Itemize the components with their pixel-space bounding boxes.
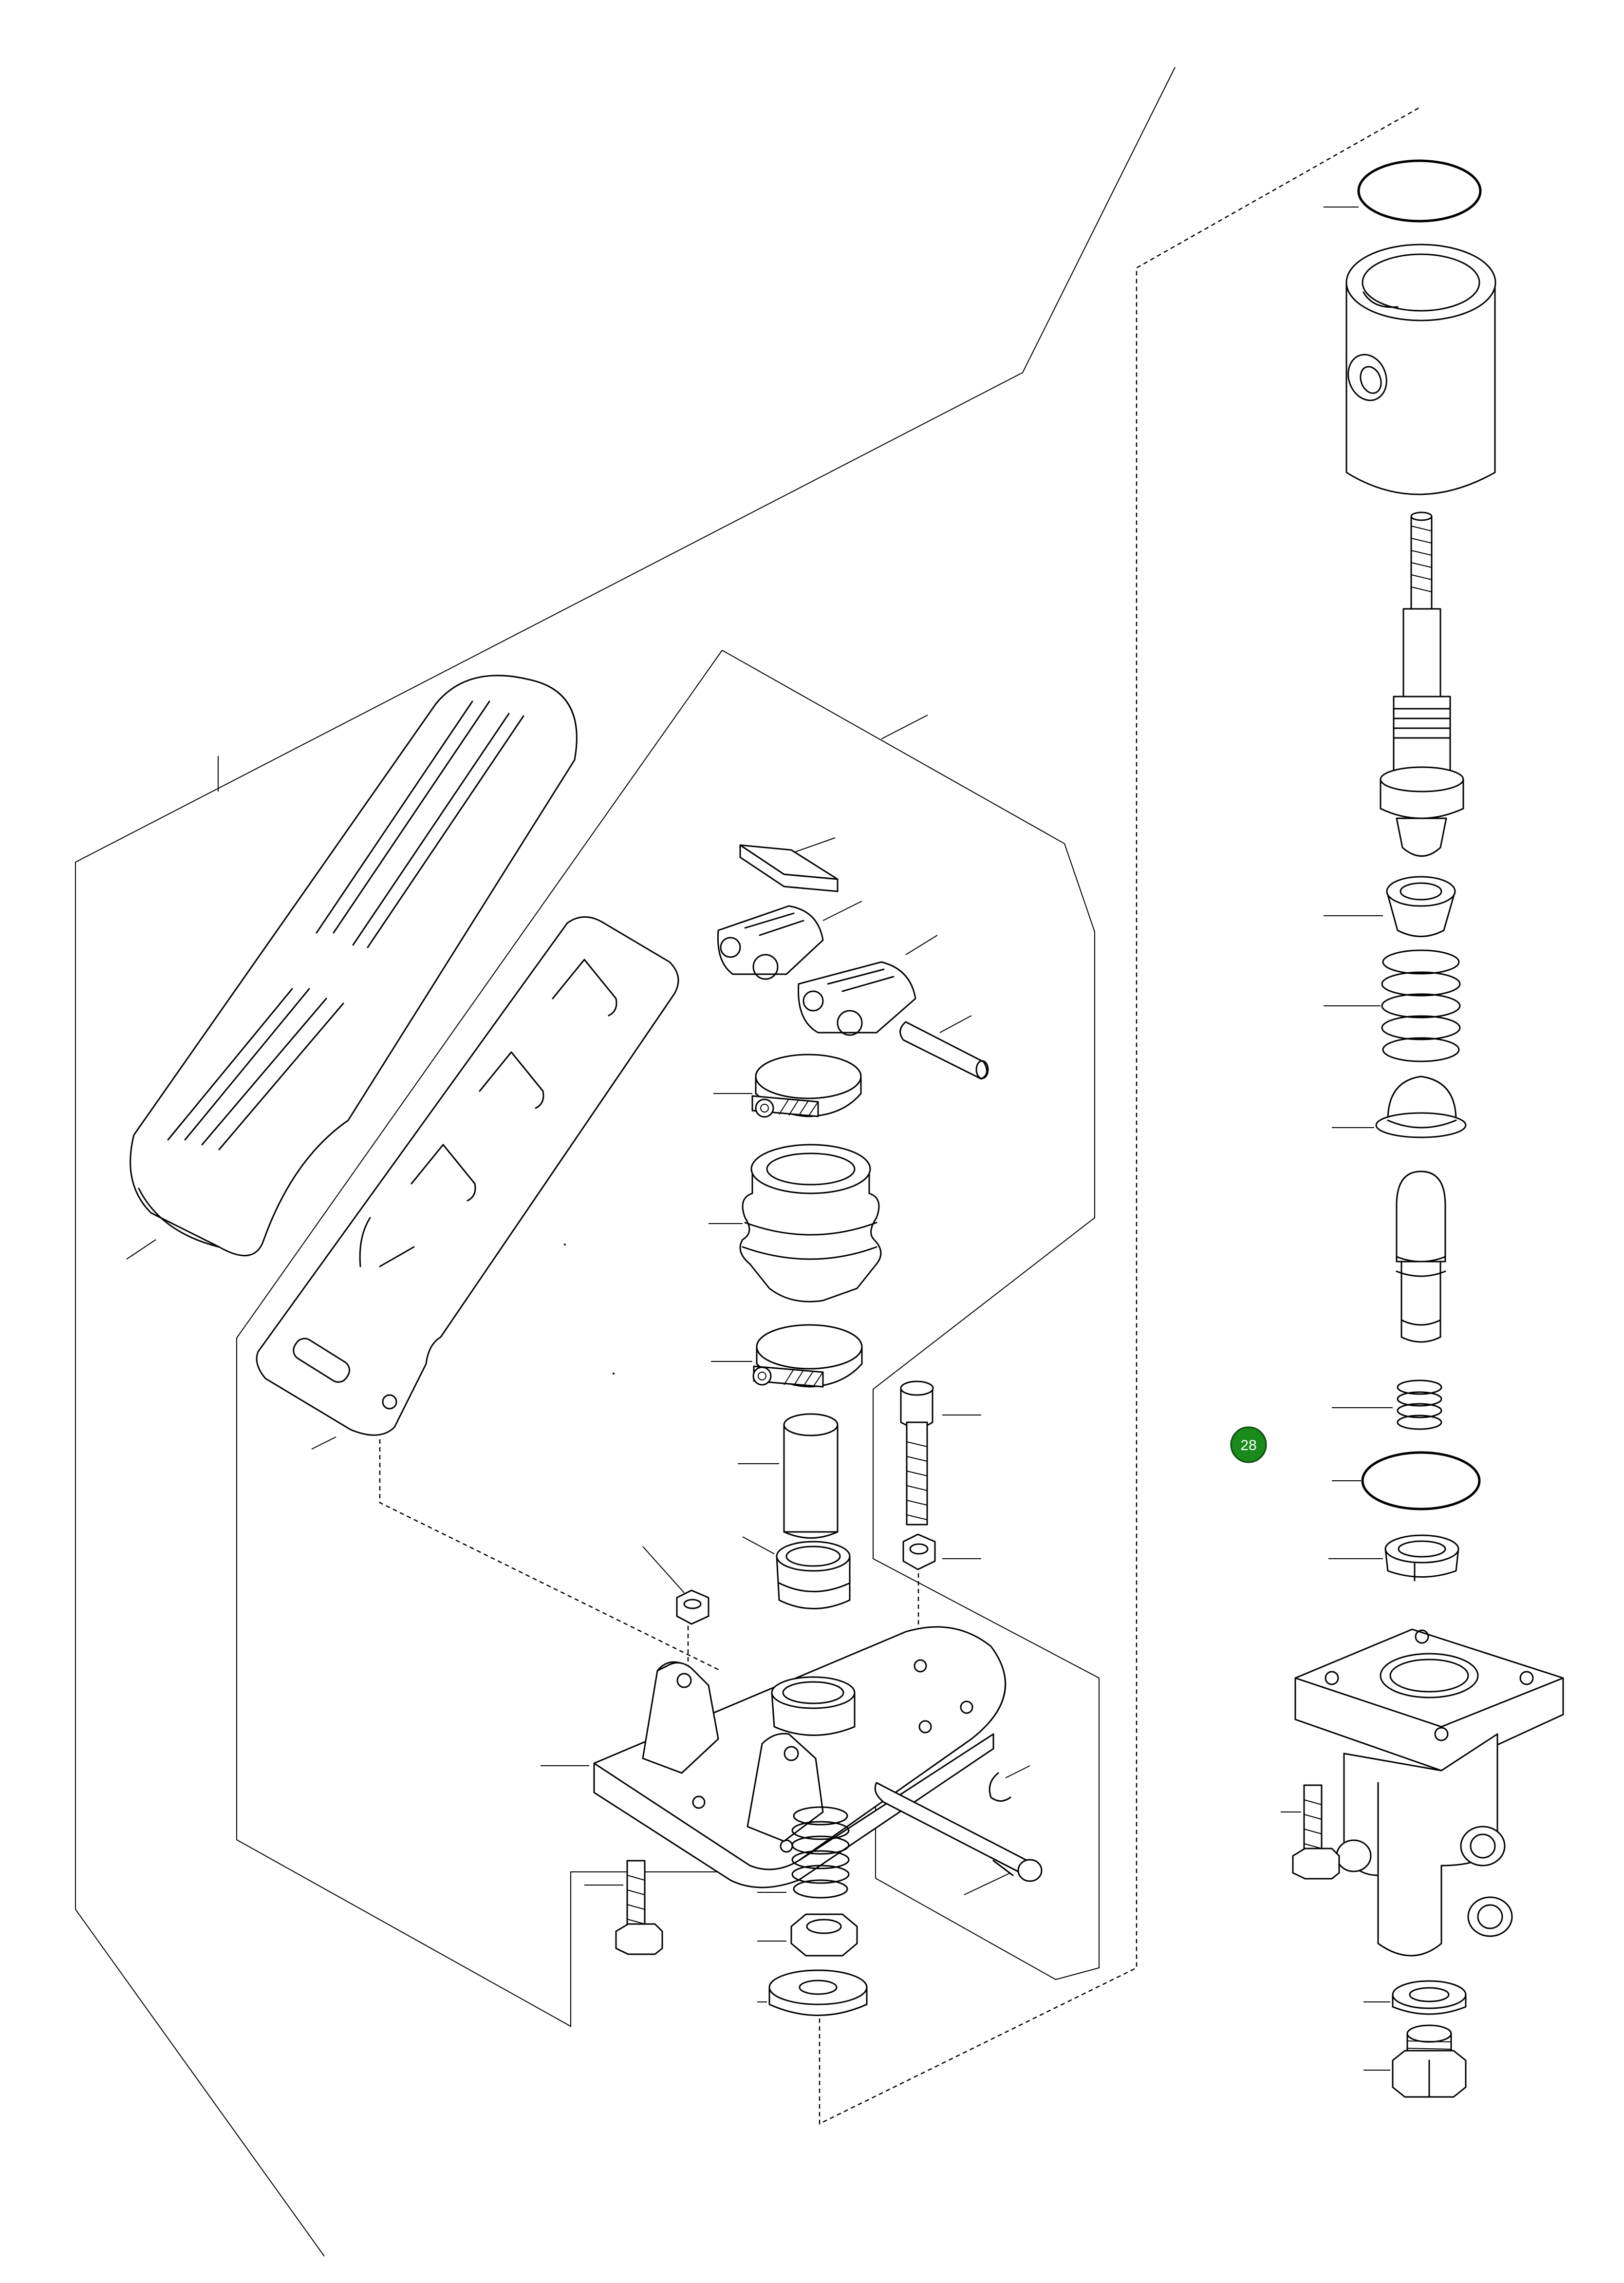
pivot-bushing [771, 1676, 856, 1736]
bottom-washer [1363, 1980, 1467, 2015]
valve-spring-small [1332, 1379, 1442, 1430]
lock-nut [757, 1913, 858, 1957]
bracket-right [747, 1733, 824, 1842]
dome-cap [1332, 1075, 1467, 1138]
bottom-fitting [1363, 2024, 1467, 2098]
hex-nut-left [642, 1546, 709, 1625]
speck-mark [613, 1373, 615, 1375]
pedal-cover [126, 675, 578, 1260]
o-ring-lower [1332, 1451, 1481, 1510]
valve-spring-main [1324, 949, 1461, 1062]
clevis-right [798, 935, 938, 1036]
upper-hose-clamp [713, 1054, 862, 1118]
mount-group-outline-right [722, 650, 1100, 1981]
e-clip [989, 1765, 1030, 1802]
pivot-pin [874, 1782, 1043, 1895]
callout-28-badge [1230, 1426, 1267, 1463]
hex-nut-right [902, 1533, 981, 1570]
speck-mark [564, 1244, 566, 1245]
o-ring-top [1324, 159, 1482, 223]
flat-washer [757, 1969, 868, 2016]
valve-body [1294, 1628, 1564, 1957]
piston [1396, 1170, 1446, 1343]
pedal-plate [256, 916, 679, 1450]
valve-group-dashed-frame [819, 107, 1419, 2125]
plunger-rod [1380, 511, 1464, 857]
callout-28[interactable]: 28 [1230, 1426, 1267, 1463]
pedal-group-outline [75, 67, 1176, 2257]
valve-dashed-link [379, 1439, 721, 1672]
valve-cylinder [1345, 244, 1496, 495]
spring-seat [1324, 876, 1456, 937]
lower-hose-clamp [711, 1324, 863, 1388]
callout-28-label: 28 [1240, 1437, 1256, 1453]
mount-group-leader [881, 715, 928, 739]
split-bushing [1328, 1534, 1459, 1582]
bushing [742, 1536, 851, 1609]
cap-screw [900, 1380, 981, 1526]
cap-clip [739, 837, 839, 892]
bracket-left [642, 1661, 719, 1774]
clevis-left [717, 901, 862, 980]
sleeve [738, 1413, 839, 1539]
mount-group-outline [236, 650, 763, 2027]
return-spring [757, 1806, 850, 1899]
hex-bolt-right [1281, 1784, 1340, 1880]
clevis-pin [899, 1015, 989, 1080]
hex-bolt-left [584, 1860, 663, 1955]
rubber-boot [709, 1144, 882, 1302]
